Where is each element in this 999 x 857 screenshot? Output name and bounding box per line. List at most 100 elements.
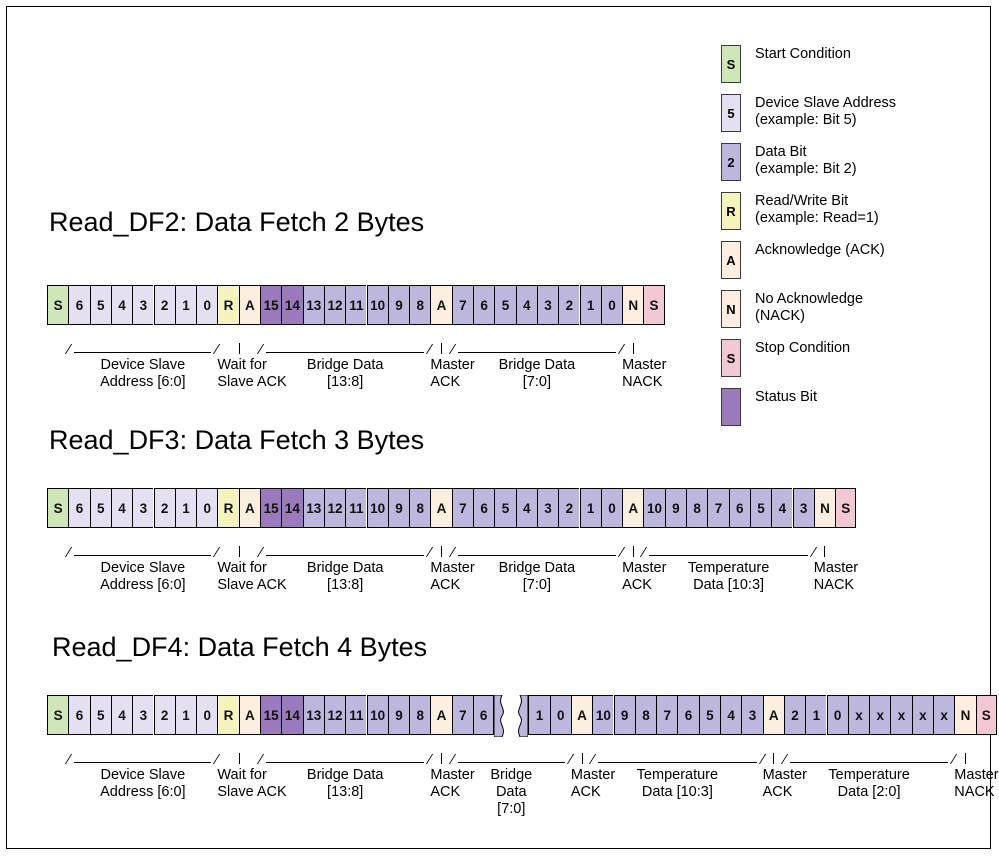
range-bracket-icon bbox=[780, 753, 958, 765]
bit-cell-ack: A bbox=[430, 285, 452, 325]
bit-cell-addr: 0 bbox=[196, 695, 218, 735]
range-bracket-icon bbox=[65, 753, 221, 765]
legend-item-status: Status Bit bbox=[721, 388, 991, 426]
bit-cell-start: S bbox=[47, 285, 69, 325]
annotation-line: Data [10:3] bbox=[693, 577, 765, 593]
tick-marker-icon bbox=[622, 546, 643, 558]
tick-marker-icon bbox=[217, 343, 260, 355]
annotation-line: Wait for bbox=[217, 767, 267, 783]
bit-cell-data: 9 bbox=[664, 488, 686, 528]
bit-cell-data: 3 bbox=[792, 488, 814, 528]
bit-cell-data: 5 bbox=[494, 488, 516, 528]
bit-cell-status: 14 bbox=[281, 695, 303, 735]
bit-cell-data: 7 bbox=[451, 285, 473, 325]
annotation-line: Master bbox=[570, 767, 616, 783]
legend-label-addr: Device Slave Address(example: Bit 5) bbox=[755, 94, 896, 129]
bit-cell-addr: 4 bbox=[110, 695, 133, 735]
tick-marker-icon bbox=[217, 753, 260, 765]
bit-cell-ack: A bbox=[622, 488, 644, 528]
bit-cell-data: x bbox=[890, 695, 912, 735]
bit-cell-addr: 2 bbox=[153, 695, 175, 735]
bit-cell-addr: 5 bbox=[89, 695, 111, 735]
legend-swatch-stop: S bbox=[721, 339, 741, 377]
legend-label-data: Data Bit(example: Bit 2) bbox=[755, 143, 857, 178]
legend-swatch-start: S bbox=[721, 45, 741, 83]
sequence-break bbox=[493, 694, 529, 738]
annotation-line: Temperature bbox=[828, 767, 910, 783]
bracket-left-end bbox=[256, 754, 274, 764]
bit-cell-data: 9 bbox=[387, 695, 410, 735]
bit-cell-data: 10 bbox=[592, 695, 614, 735]
bit-cell-ack: A bbox=[238, 488, 260, 528]
annotation-line: Master bbox=[762, 767, 807, 783]
annotation-line: Data [10:3] bbox=[641, 784, 713, 800]
legend-label-status: Status Bit bbox=[755, 388, 817, 406]
bit-cell-data: 10 bbox=[366, 695, 388, 735]
bit-cell-data: 6 bbox=[473, 695, 495, 735]
bracket-left-end bbox=[448, 754, 465, 764]
bit-cell-data: 12 bbox=[323, 488, 346, 528]
bit-cell-data: 4 bbox=[515, 285, 537, 325]
bit-cell-ack: A bbox=[430, 488, 452, 528]
bit-cell-ack: A bbox=[238, 285, 260, 325]
annotation-line: Bridge bbox=[490, 767, 533, 783]
annotation-line: Data [2:0] bbox=[837, 784, 901, 800]
range-bracket-icon bbox=[65, 546, 221, 558]
bit-cell-data: 7 bbox=[707, 488, 729, 528]
legend-swatch-rw: R bbox=[721, 192, 741, 230]
bracket-left-end bbox=[256, 344, 274, 354]
bit-cell-data: 9 bbox=[613, 695, 635, 735]
annotation-line: [13:8] bbox=[327, 784, 364, 800]
bit-cell-data: 8 bbox=[686, 488, 708, 528]
bit-cell-data: 3 bbox=[536, 488, 559, 528]
bit-cell-addr: 0 bbox=[196, 285, 218, 325]
bit-cell-ack: A bbox=[762, 695, 784, 735]
annotation-line: ACK bbox=[762, 784, 793, 800]
legend-label-nack: No Acknowledge(NACK) bbox=[755, 290, 863, 325]
tick-marker-icon bbox=[430, 753, 451, 765]
bit-cell-addr: 2 bbox=[153, 488, 175, 528]
range-bracket-icon bbox=[589, 753, 766, 765]
annotation-line: Device Slave bbox=[100, 357, 186, 373]
annotation-line: ACK bbox=[622, 577, 652, 593]
bracket-left-end bbox=[448, 547, 465, 557]
bit-cell-rw: R bbox=[217, 488, 239, 528]
tick-marker-icon bbox=[622, 343, 643, 355]
bracket-left-end bbox=[65, 344, 82, 354]
bit-cell-nack: N bbox=[813, 488, 836, 528]
annotation-line: [13:8] bbox=[327, 577, 364, 593]
bit-cell-data: 12 bbox=[323, 285, 346, 325]
field-annotation: Bridge Data[7:0] bbox=[448, 343, 626, 391]
annotation-line: Wait for bbox=[217, 357, 267, 373]
annotation-line: [13:8] bbox=[327, 374, 364, 390]
bit-cell-data: 13 bbox=[302, 695, 324, 735]
bit-cell-data: 4 bbox=[515, 488, 537, 528]
tick-marker-icon bbox=[430, 546, 451, 558]
bit-cell-data: 5 bbox=[698, 695, 720, 735]
bit-cell-rw: R bbox=[217, 695, 239, 735]
bracket-left-end bbox=[65, 547, 82, 557]
bit-cell-data: x bbox=[847, 695, 870, 735]
legend-label-ack: Acknowledge (ACK) bbox=[755, 241, 885, 259]
bit-cell-data: 0 bbox=[600, 488, 623, 528]
annotation-line: Data bbox=[495, 784, 527, 800]
bit-cell-data: 8 bbox=[409, 695, 431, 735]
legend-sublabel-line: (example: Bit 2) bbox=[755, 161, 857, 177]
annotation-line: ACK bbox=[570, 784, 601, 800]
diagram-title-1: Read_DF2: Data Fetch 2 Bytes bbox=[49, 207, 425, 237]
